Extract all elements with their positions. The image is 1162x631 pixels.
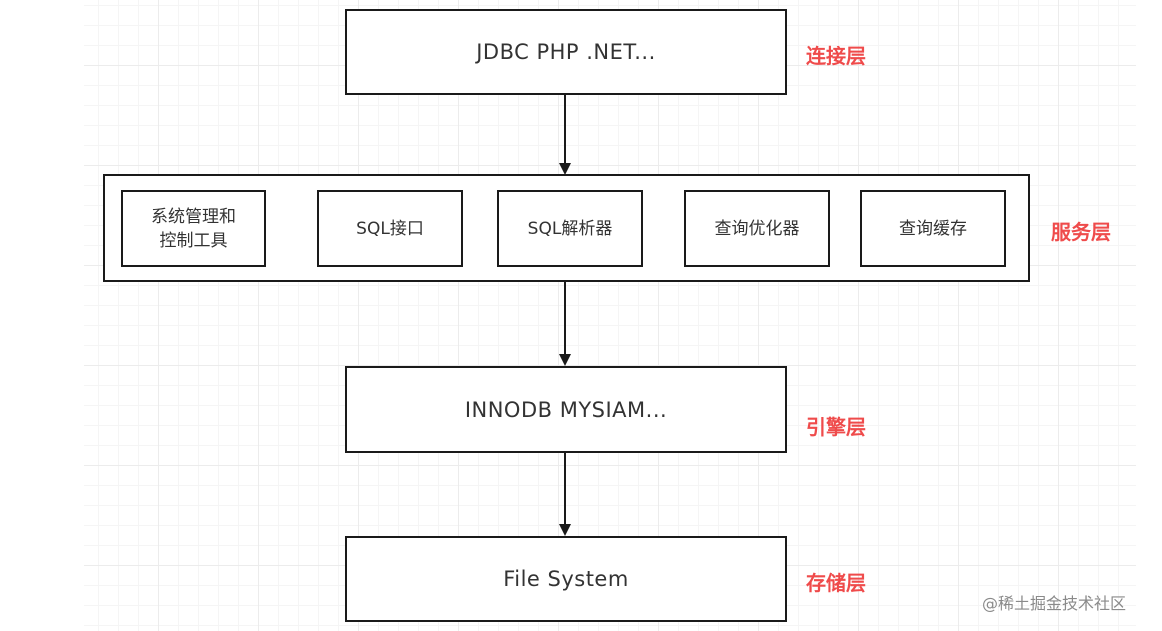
- service-module-query-optimizer: 查询优化器: [684, 190, 830, 267]
- connection-layer-content: JDBC PHP .NET...: [476, 40, 656, 64]
- module-label: 查询优化器: [714, 218, 800, 239]
- storage-layer-content: File System: [503, 567, 629, 591]
- storage-layer-label: 存储层: [806, 571, 866, 595]
- module-label: 查询缓存: [899, 218, 967, 239]
- engine-layer-content: INNODB MYSIAM...: [464, 397, 668, 422]
- module-label-line2: 控制工具: [159, 230, 228, 251]
- service-module-query-cache: 查询缓存: [860, 190, 1006, 267]
- service-module-sql-interface: SQL接口: [317, 190, 463, 267]
- engine-layer-label: 引擎层: [806, 415, 866, 439]
- module-label: SQL接口: [356, 218, 424, 239]
- engine-layer-box: INNODB MYSIAM...: [345, 366, 787, 453]
- service-module-sql-parser: SQL解析器: [497, 190, 643, 267]
- service-layer-label: 服务层: [1051, 220, 1111, 244]
- storage-layer-box: File System: [345, 536, 787, 622]
- module-label: SQL解析器: [527, 218, 613, 239]
- service-module-management-tools: 系统管理和 控制工具: [121, 190, 266, 267]
- grid-background: [84, 0, 1136, 631]
- connection-layer-label: 连接层: [806, 44, 866, 68]
- connection-layer-box: JDBC PHP .NET...: [345, 9, 787, 95]
- watermark: @稀土掘金技术社区: [982, 594, 1127, 613]
- module-label-line1: 系统管理和: [151, 206, 236, 227]
